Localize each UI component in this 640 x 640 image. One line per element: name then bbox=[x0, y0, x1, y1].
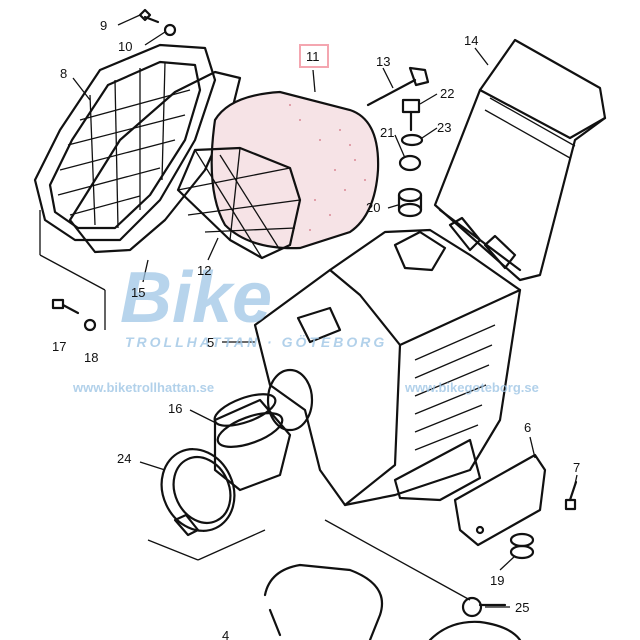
part-1-outline bbox=[428, 620, 522, 640]
bolt-part-17 bbox=[51, 298, 80, 315]
grommet-part-20 bbox=[397, 187, 423, 218]
callout-10: 10 bbox=[118, 39, 132, 54]
watermark-logo: Bike bbox=[120, 258, 272, 338]
watermark: Bike TROLLHATTAN · GÖTEBORG www.biketrol… bbox=[72, 258, 539, 395]
filter-cage-part-12 bbox=[176, 146, 302, 260]
callout-19: 19 bbox=[490, 573, 504, 588]
callout-6: 6 bbox=[524, 420, 531, 435]
bolt-part-22 bbox=[401, 98, 421, 132]
callout-13: 13 bbox=[376, 54, 390, 69]
bolt-part-9 bbox=[138, 8, 160, 24]
callout-8: 8 bbox=[60, 66, 67, 81]
highlight-box-part-11 bbox=[299, 44, 329, 68]
callout-11: 11 bbox=[306, 49, 320, 64]
intake-duct-part-14 bbox=[433, 38, 607, 282]
callout-12: 12 bbox=[197, 263, 211, 278]
clamp-band-part-24 bbox=[160, 448, 236, 537]
washer-part-18 bbox=[83, 318, 97, 332]
washer-part-23 bbox=[400, 133, 424, 147]
callout-5: 5 bbox=[207, 335, 214, 350]
intake-boot-part-16 bbox=[213, 393, 292, 492]
callout-17: 17 bbox=[52, 339, 66, 354]
callout-14: 14 bbox=[464, 33, 478, 48]
leader-lines bbox=[39, 14, 578, 608]
callout-7: 7 bbox=[573, 460, 580, 475]
collar-part-21 bbox=[398, 154, 422, 172]
callout-23: 23 bbox=[437, 120, 451, 135]
watermark-url-right: www.bikegoteborg.se bbox=[404, 380, 539, 395]
callout-21: 21 bbox=[380, 125, 394, 140]
callout-4: 4 bbox=[222, 628, 229, 640]
watermark-url-left: www.biketrollhattan.se bbox=[72, 380, 214, 395]
callout-22: 22 bbox=[440, 86, 454, 101]
callout-18: 18 bbox=[84, 350, 98, 365]
part-4-outline bbox=[263, 563, 384, 640]
washer-part-10 bbox=[163, 23, 177, 37]
callout-24: 24 bbox=[117, 451, 131, 466]
side-panel-part-6 bbox=[453, 453, 547, 547]
airbox-body-part-5 bbox=[253, 228, 522, 507]
callout-16: 16 bbox=[168, 401, 182, 416]
callouts: 9 10 8 11 13 14 22 23 21 20 12 15 5 17 1… bbox=[52, 18, 580, 640]
callout-15: 15 bbox=[131, 285, 145, 300]
clamp-part-25 bbox=[461, 596, 507, 618]
bolt-part-13 bbox=[366, 66, 430, 107]
watermark-tagline: TROLLHATTAN · GÖTEBORG bbox=[125, 334, 387, 350]
grommet-part-19 bbox=[509, 532, 535, 560]
callout-9: 9 bbox=[100, 18, 107, 33]
callout-20: 20 bbox=[366, 200, 380, 215]
bolt-part-7 bbox=[564, 480, 578, 511]
panel-hole bbox=[475, 525, 485, 535]
callout-25: 25 bbox=[515, 600, 529, 615]
